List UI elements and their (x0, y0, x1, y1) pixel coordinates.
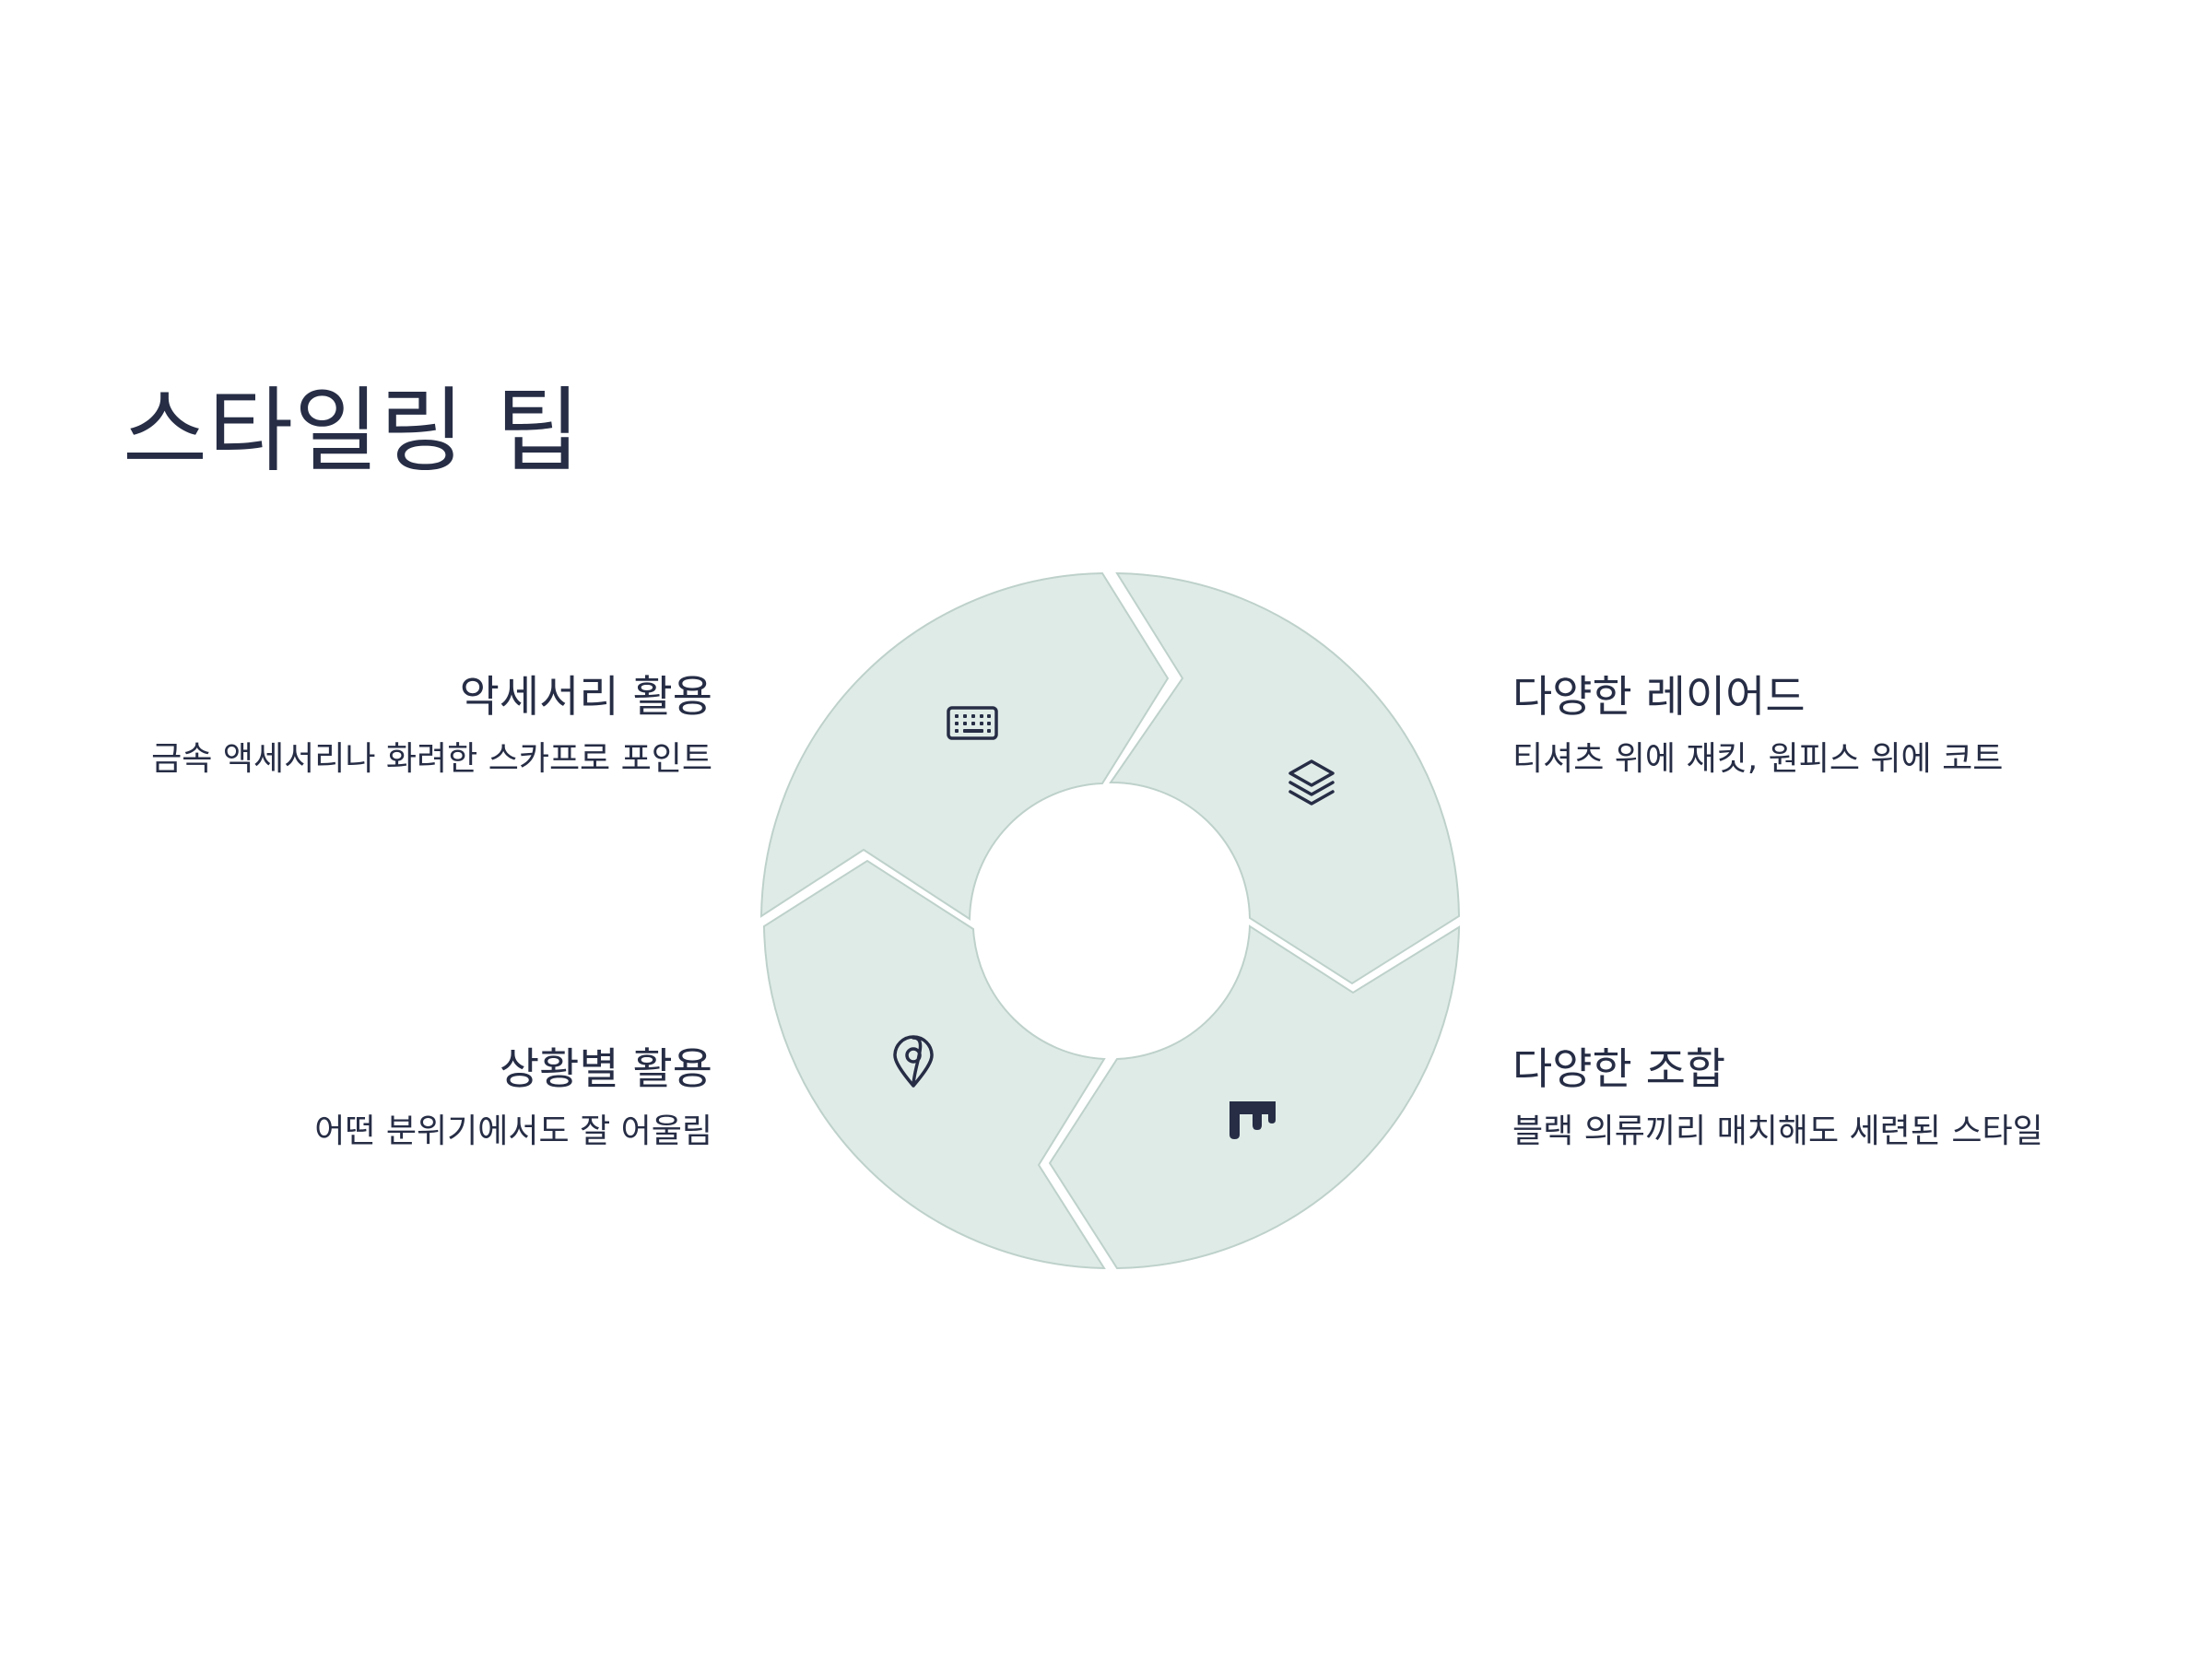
drip-icon (1230, 1101, 1276, 1139)
item-description: 어떤 분위기에서도 잘 어울림 (314, 1112, 712, 1150)
keyboard-icon (947, 706, 998, 740)
item-heading: 다양한 레이어드 (1512, 672, 1806, 723)
cycle-segment-situation (762, 859, 1106, 1270)
cycle-item-layering: 다양한 레이어드 티셔츠 위에 재킷, 원피스 위에 코트 (1512, 676, 2003, 776)
item-description: 금속 액세서리나 화려한 스카프로 포인트 (151, 740, 712, 778)
item-heading: 상황별 활용 (499, 1044, 712, 1095)
map-pin-icon (893, 1035, 934, 1088)
cycle-segment-accessories (759, 571, 1170, 921)
item-description: 티셔츠 위에 재킷, 원피스 위에 코트 (1512, 740, 2004, 778)
item-heading: 악세서리 활용 (459, 672, 712, 723)
cycle-item-accessories: 악세서리 활용 금속 액세서리나 화려한 스카프로 포인트 (151, 676, 712, 776)
page-title: 스타일링 팁 (123, 377, 582, 485)
cycle-segment-combination (1048, 924, 1461, 1270)
item-heading: 다양한 조합 (1512, 1044, 1726, 1095)
cycle-segment-layering (1109, 571, 1461, 985)
layers-icon (1288, 759, 1335, 806)
item-description: 블랙 의류끼리 매치해도 세련된 스타일 (1512, 1112, 2043, 1150)
cycle-item-situation: 상황별 활용 어떤 분위기에서도 잘 어울림 (314, 1048, 712, 1148)
cycle-item-combination: 다양한 조합 블랙 의류끼리 매치해도 세련된 스타일 (1512, 1048, 2043, 1148)
